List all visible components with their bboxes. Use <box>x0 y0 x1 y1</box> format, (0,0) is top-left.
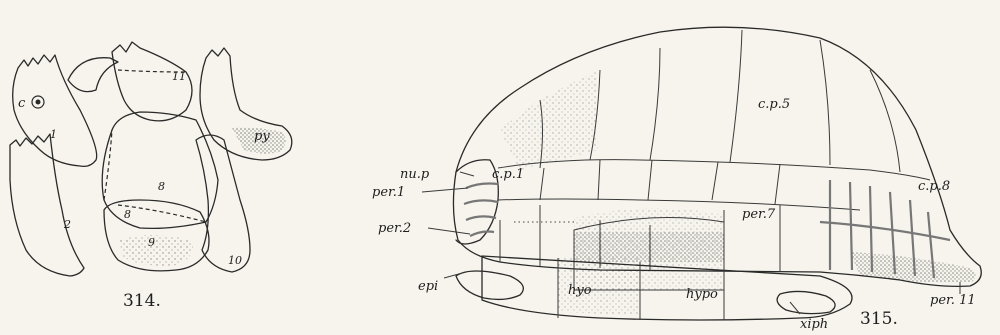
costal-div-5 <box>775 164 780 204</box>
label-8-b: 8 <box>124 208 131 221</box>
leader-per2 <box>428 228 470 234</box>
leader-per1 <box>422 188 468 192</box>
figure-314-number: 314. <box>123 291 161 311</box>
label-per1: per.1 <box>372 185 405 200</box>
vertebral-6 <box>870 70 900 172</box>
vertebral-3 <box>650 48 660 160</box>
peripheral-seam-front <box>464 184 498 237</box>
costal-div-4 <box>712 162 718 200</box>
plastron-epi <box>456 271 523 299</box>
leader-epi <box>444 272 466 278</box>
plate-arch-upper <box>68 58 118 92</box>
label-1: 1 <box>50 128 57 141</box>
label-per7: per.7 <box>742 207 776 222</box>
label-cp8: c.p.8 <box>918 179 950 194</box>
stipple-cp1 <box>500 72 598 170</box>
vertebral-5 <box>820 40 830 165</box>
label-per2: per.2 <box>378 221 411 236</box>
label-epi: epi <box>418 279 438 294</box>
label-nup: nu.p <box>400 167 430 182</box>
figure-314-drawing: c 1 2 11 8 8 9 10 py 314. <box>10 42 292 311</box>
label-10: 10 <box>228 254 242 267</box>
costal-div-3 <box>648 160 652 200</box>
plate-8-dash-diag <box>118 205 206 222</box>
leader-nup <box>460 172 474 176</box>
label-hyo: hyo <box>568 283 592 298</box>
label-cp5: c.p.5 <box>758 97 790 112</box>
grid-row-upper <box>498 160 930 180</box>
label-py: py <box>254 129 270 144</box>
label-hypo: hypo <box>686 287 718 302</box>
costal-div-1 <box>540 168 544 200</box>
label-per11: per. 11 <box>930 293 976 308</box>
figure-315-drawing: nu.p c.p.1 c.p.5 c.p.8 per.1 per.2 per.7… <box>372 27 981 332</box>
vertebral-4 <box>730 30 742 162</box>
plate-9-stipple <box>120 235 193 266</box>
grid-row-lower <box>498 199 860 210</box>
label-c: c <box>18 96 26 111</box>
label-11: 11 <box>172 70 186 83</box>
label-9: 9 <box>148 236 155 249</box>
nucleus-ring-inner <box>36 100 41 105</box>
label-8-a: 8 <box>158 180 165 193</box>
figure-315-number: 315. <box>860 309 898 329</box>
label-xiph: xiph <box>800 317 828 332</box>
costal-div-2 <box>598 160 600 200</box>
label-2: 2 <box>63 218 71 231</box>
plastron-xiph <box>777 291 835 313</box>
label-cp1: c.p.1 <box>492 167 524 182</box>
plate-8-large <box>102 112 218 228</box>
plate-10 <box>196 135 250 272</box>
